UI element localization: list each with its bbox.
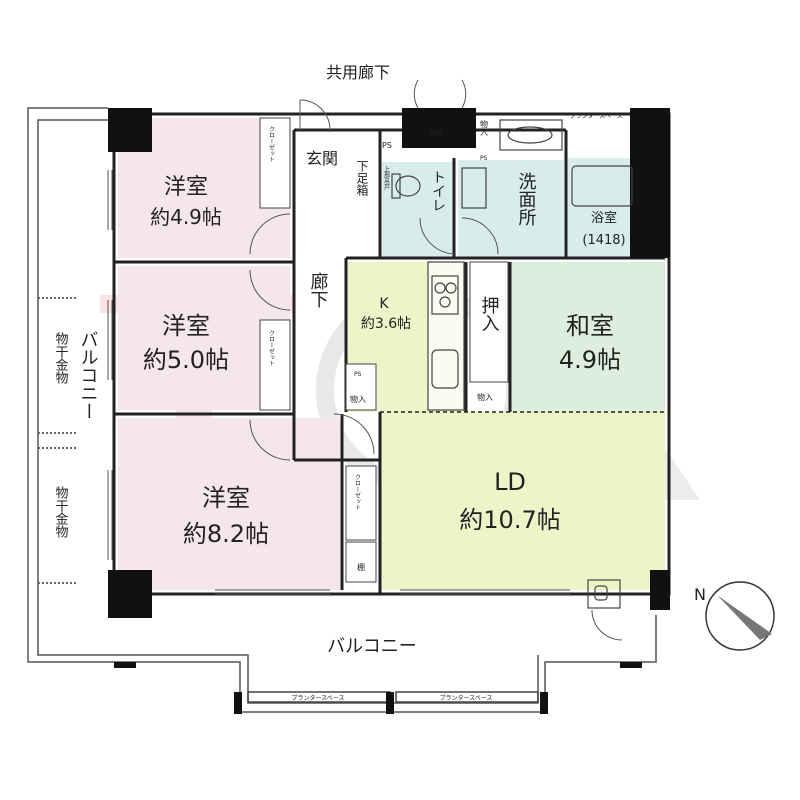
stove [431,275,459,315]
room-western-3 [118,418,340,590]
compass-north-label: N [694,585,706,604]
planter-space-label-2: プランタースペース [292,694,345,702]
drying-rack-marks [38,297,78,584]
structural-columns [108,108,670,714]
entrance-label: 玄関 [306,149,338,168]
room-washroom-name: 洗面所 [516,172,537,226]
closet-label-2: クローゼット [268,330,275,366]
room-western-1-name: 洋室 [164,175,208,200]
drying-rack-label-2: 物干金物 [53,486,69,539]
closets [259,117,509,583]
bath-fixtures [391,119,633,609]
room-washroom [458,160,564,258]
room-western-1-size: 約4.9帖 [150,205,222,229]
room-japanese-size: 4.9帖 [559,346,621,374]
planter-space-label-3: プランタースペース [440,694,493,702]
washer-space [499,119,563,151]
compass: N [694,581,775,651]
bathtub [571,165,633,207]
closet-label-3: クローゼット [354,474,361,510]
washbasin [461,167,487,209]
room-western-3-size: 約8.2帖 [183,520,269,548]
ps-label-2: PS [480,155,488,162]
closet-label-1: クローゼット [268,126,275,162]
room-kitchen-size: 約3.6帖 [361,316,411,332]
drying-rack-label-1: 物干金物 [53,332,69,385]
room-ld [380,412,665,590]
room-toilet [382,162,454,258]
mb-label: MB [430,129,442,138]
room-ld-name: LD [494,468,526,496]
windows [107,170,570,595]
hallway-label: 廊下 [308,272,329,308]
room-ld-size: 約10.7帖 [459,506,560,534]
room-japanese [510,262,665,412]
storage-label-3: 物入 [480,119,489,136]
storage-label-2: 物入 [477,392,493,402]
room-bath-name: 浴室 [591,210,617,226]
room-toilet-name: トイレ [430,170,446,212]
room-bath [566,158,638,258]
storage-label-1: 物入 [350,394,366,404]
storage-push-label: 押入 [479,296,500,332]
balcony-left-label: バルコニー [78,330,99,420]
common-corridor-label: 共用廊下 [326,63,390,82]
sink [431,349,459,389]
ps-label-1: PS [382,141,392,150]
room-western-2-size: 約5.0帖 [143,346,229,374]
shelf-label: 棚 [357,562,365,572]
kitchen-fixtures [427,261,465,411]
room-western-2-name: 洋室 [162,312,210,340]
room-japanese-name: 和室 [566,312,614,340]
room-bath-size: (1418) [582,233,625,248]
toilet-bowl [395,175,421,197]
room-kitchen-name: K [379,296,389,312]
ps-label-3: PS [354,371,362,378]
upper-cabinet-label: 上部吊戸 [383,165,390,191]
door-swings [249,79,623,641]
planter-space-label-1: プランタースペース [570,112,623,120]
balcony-bottom-label: バルコニー [327,636,417,657]
room-western-3-name: 洋室 [202,484,250,512]
shoe-box-label: 下足箱 [355,160,369,196]
